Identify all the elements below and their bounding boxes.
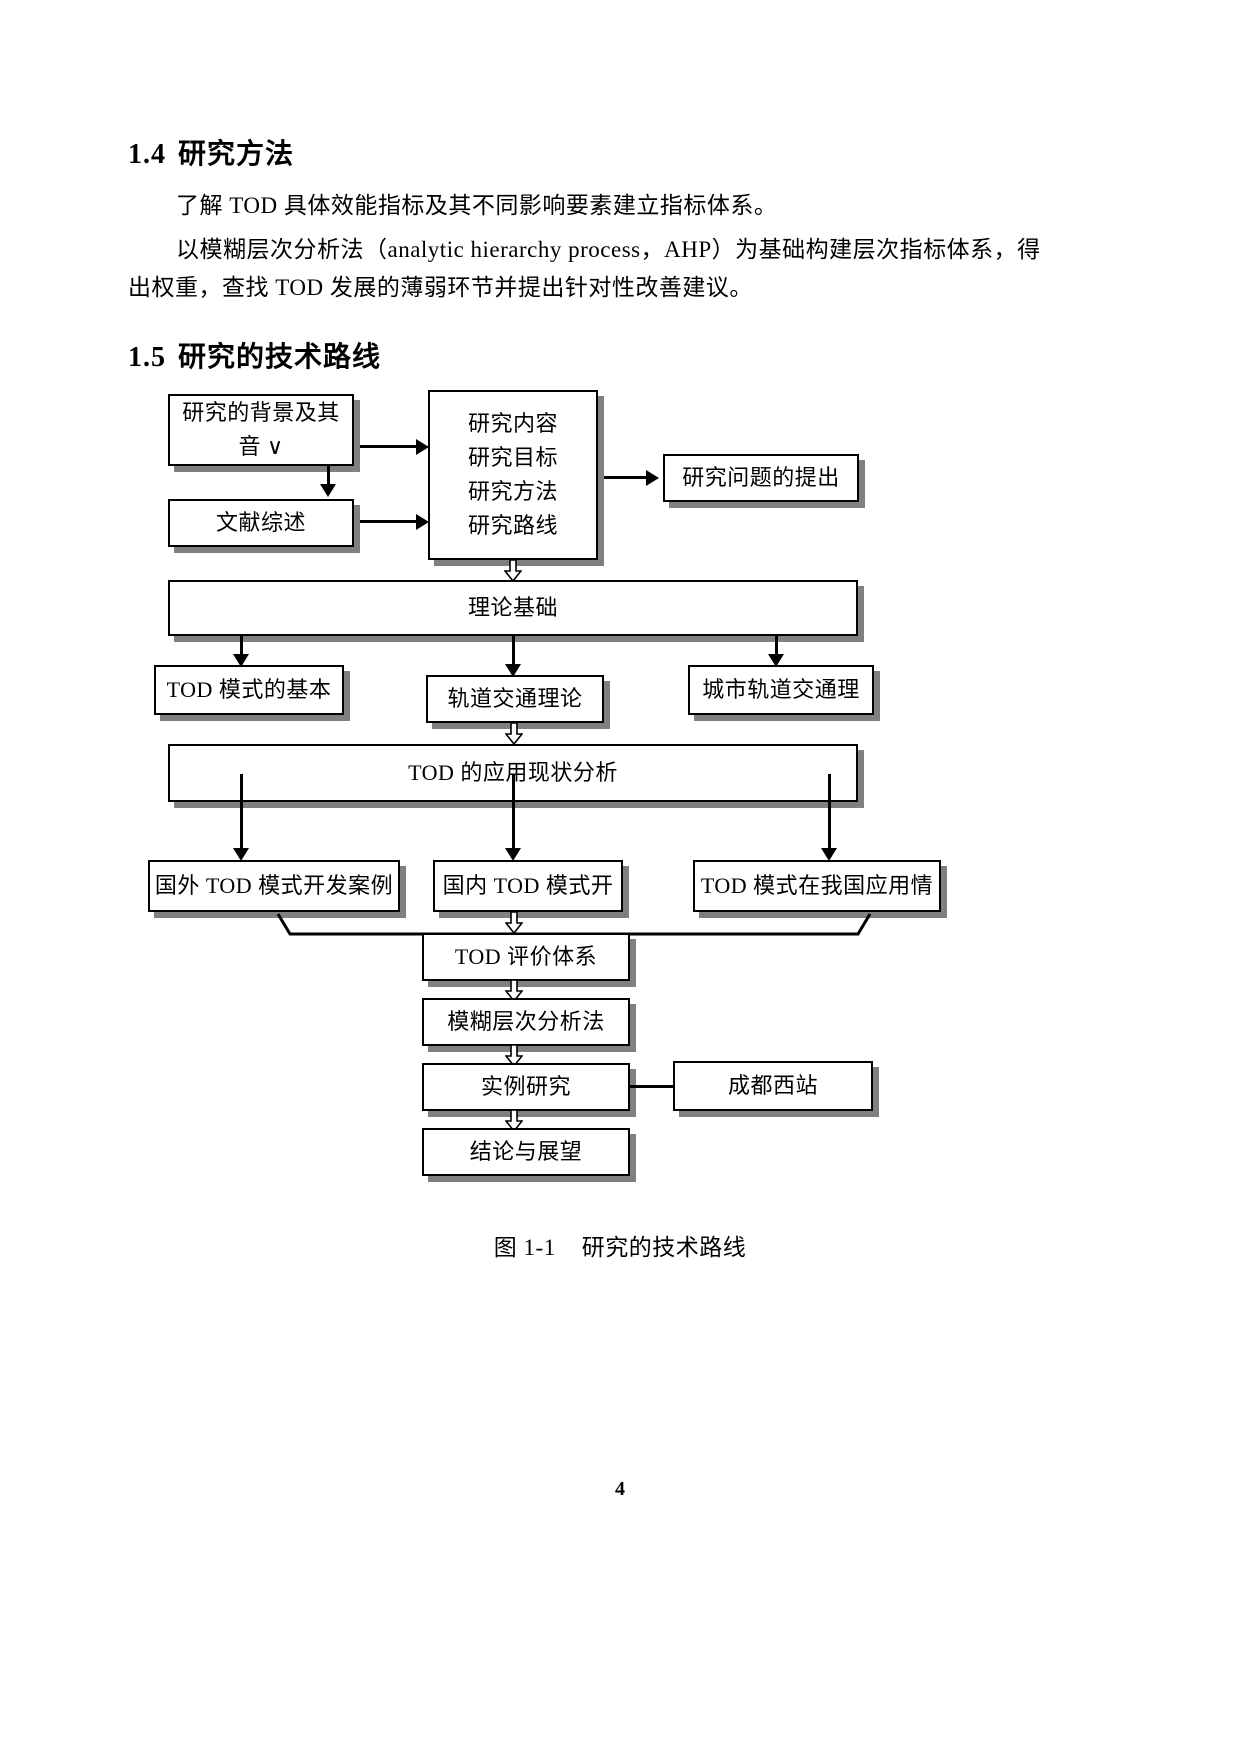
arrowhead-rail-theory-to-tod-status [505, 723, 523, 745]
flow-node-research-content: 研究内容 研究目标 研究方法 研究路线 [428, 390, 598, 560]
flow-node-case-abroad: 国外 TOD 模式开发案例 [148, 860, 400, 912]
flow-node-conclusion: 结论与展望 [422, 1128, 630, 1176]
paragraph-2-line-1: 以模糊层次分析法（analytic hierarchy process，AHP）… [176, 237, 1041, 262]
flow-node-rail-theory: 轨道交通理论 [426, 675, 604, 723]
arrowhead-content-to-theory [504, 560, 522, 582]
figure-caption: 图 1-1 研究的技术路线 [0, 1228, 1240, 1262]
paragraph-2-line-2: 出权重，查找 TOD 发展的薄弱环节并提出针对性改善建议。 [128, 275, 753, 300]
connector-content-to-question [604, 476, 652, 479]
connector-literature-to-content [360, 520, 422, 523]
section-title: 研究的技术路线 [178, 340, 382, 373]
connector-status-to-case-domestic [512, 774, 515, 854]
flow-node-research-content-line3: 研究方法 [467, 479, 558, 504]
arrowhead-content-to-question [646, 470, 659, 486]
arrowhead-literature-to-content [416, 514, 429, 530]
flow-node-fuzzy-ahp-label: 模糊层次分析法 [447, 1009, 605, 1034]
flow-node-tod-basic-label: TOD 模式的基本 [166, 677, 332, 702]
connector-status-to-case-abroad [240, 774, 243, 854]
flow-node-case-study: 实例研究 [422, 1063, 630, 1111]
flow-node-theory-base-label: 理论基础 [467, 595, 558, 620]
flow-node-evaluation-system: TOD 评价体系 [422, 933, 630, 981]
flow-node-chengdu-west-station: 成都西站 [673, 1061, 873, 1111]
paragraph-1: 了解 TOD 具体效能指标及其不同影响要素建立指标体系。 [176, 193, 778, 218]
arrowhead-background-to-literature [320, 484, 336, 497]
arrowhead-status-to-case-abroad [233, 848, 249, 861]
connector-case-study-to-chengdu-west [630, 1085, 674, 1088]
arrowhead-theory-to-rail-theory [505, 664, 521, 677]
figure-caption-title: 研究的技术路线 [581, 1235, 747, 1260]
arrowhead-fahp-to-case-study [505, 1045, 523, 1067]
section-title: 研究方法 [178, 137, 295, 170]
arrowhead-status-to-case-china [821, 848, 837, 861]
flow-node-case-china-label: TOD 模式在我国应用情 [700, 873, 934, 898]
arrowhead-case-to-evaluation [505, 912, 523, 934]
research-roadmap-flowchart: 研究的背景及其 音 ∨ 文献综述 研究内容 研究目标 研究方法 研究路线 研究问… [128, 382, 1112, 1182]
connector-theory-to-tod-basic [240, 636, 243, 660]
flow-node-evaluation-system-label: TOD 评价体系 [454, 944, 598, 969]
section-number: 1.4 [128, 139, 166, 170]
flow-node-research-question: 研究问题的提出 [663, 454, 859, 502]
connector-background-to-literature [327, 466, 330, 488]
flow-node-theory-base: 理论基础 [168, 580, 858, 636]
arrowhead-theory-to-tod-basic [233, 654, 249, 667]
flow-node-background: 研究的背景及其 音 ∨ [168, 394, 354, 466]
connector-theory-to-urban-rail [775, 636, 778, 660]
arrowhead-theory-to-urban-rail [768, 654, 784, 667]
flow-node-research-content-line1: 研究内容 [467, 411, 558, 436]
flow-node-urban-rail: 城市轨道交通理 [688, 665, 874, 715]
section-heading-1-4: 1.4 研究方法 [128, 132, 294, 172]
arrowhead-case-study-to-conclusion [505, 1110, 523, 1132]
flow-node-conclusion-label: 结论与展望 [469, 1139, 583, 1164]
flow-node-tod-basic: TOD 模式的基本 [154, 665, 344, 715]
flow-node-literature-review: 文献综述 [168, 499, 354, 547]
flow-node-urban-rail-label: 城市轨道交通理 [702, 677, 860, 702]
flow-node-background-line2: 音 ∨ [238, 434, 284, 459]
arrowhead-background-to-content [416, 439, 429, 455]
connector-theory-to-rail-theory [512, 636, 515, 670]
figure-caption-label: 图 1-1 [493, 1235, 556, 1260]
page-number: 4 [615, 1478, 625, 1500]
section-number: 1.5 [128, 342, 166, 373]
flow-node-case-china: TOD 模式在我国应用情 [693, 860, 941, 912]
flow-node-case-domestic-label: 国内 TOD 模式开 [442, 873, 614, 898]
flow-node-rail-theory-label: 轨道交通理论 [447, 686, 583, 711]
flow-node-research-content-line2: 研究目标 [467, 445, 558, 470]
flow-node-research-content-line4: 研究路线 [467, 513, 558, 538]
flow-node-case-domestic: 国内 TOD 模式开 [433, 860, 623, 912]
connector-background-to-content [360, 445, 422, 448]
flow-node-chengdu-west-station-label: 成都西站 [727, 1073, 818, 1098]
arrowhead-evaluation-to-fahp [505, 980, 523, 1002]
flow-node-case-abroad-label: 国外 TOD 模式开发案例 [154, 873, 394, 898]
section-heading-1-5: 1.5 研究的技术路线 [128, 335, 381, 375]
flow-node-fuzzy-ahp: 模糊层次分析法 [422, 998, 630, 1046]
flow-node-research-question-label: 研究问题的提出 [682, 465, 840, 490]
flow-node-literature-review-label: 文献综述 [215, 510, 306, 535]
flow-node-background-line1: 研究的背景及其 [182, 400, 340, 425]
arrowhead-status-to-case-domestic [505, 848, 521, 861]
connector-status-to-case-china [828, 774, 831, 854]
flow-node-case-study-label: 实例研究 [480, 1074, 571, 1099]
